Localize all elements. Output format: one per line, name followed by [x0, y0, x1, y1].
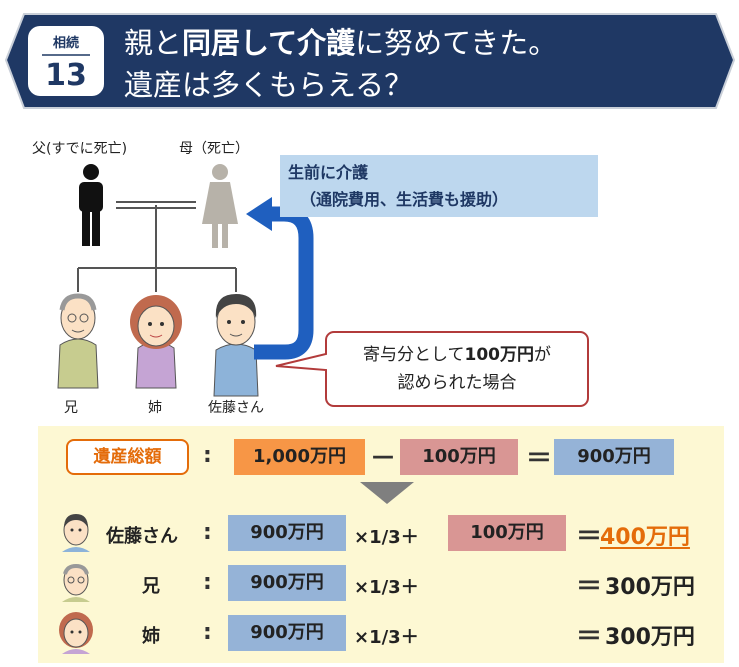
badge-shape — [28, 26, 104, 96]
care-detail: （通院費用、生活費も援助） — [300, 190, 509, 209]
banner-title-line1: 親と同居して介護に努めてきた。 — [124, 26, 558, 60]
sato-label: 佐藤さん — [208, 400, 264, 416]
badge-number: 13 — [45, 58, 87, 93]
bubble-line1: 寄与分として100万円が — [363, 345, 551, 365]
sato-small-avatar — [62, 514, 90, 552]
row-result-sato: 400万円 — [600, 525, 690, 550]
family-tree — [57, 164, 589, 407]
colon: : — [203, 620, 212, 645]
colon: : — [203, 443, 212, 468]
row-base-sister: 900万円 — [228, 615, 346, 651]
colon: : — [203, 570, 212, 595]
row-name-sato: 佐藤さん — [106, 526, 178, 547]
row-name-brother: 兄 — [142, 576, 160, 597]
brother-small-avatar — [62, 563, 90, 602]
elder-brother-avatar — [57, 293, 99, 389]
care-note: 生前に介護 （通院費用、生活費も援助） — [280, 155, 598, 217]
row-equals-brother: ＝ — [576, 572, 603, 602]
sister-small-avatar — [59, 612, 93, 654]
mother-label: 母（死亡） — [179, 141, 249, 157]
title-banner — [4, 13, 736, 109]
colon: : — [203, 520, 212, 545]
row-equals-sister: ＝ — [576, 622, 603, 652]
estate-total-label: 遺産総額 — [66, 439, 189, 475]
row-result-sister: 300万円 — [605, 625, 695, 650]
elder-brother-label: 兄 — [64, 400, 78, 416]
elder-sister-avatar — [130, 295, 182, 389]
badge-label: 相続 — [52, 36, 79, 51]
care-title: 生前に介護 — [288, 163, 369, 182]
care-arrow — [254, 206, 314, 360]
speech-bubble — [275, 331, 589, 407]
mother-icon — [202, 164, 238, 248]
sato-avatar — [213, 294, 259, 397]
row-multiplier-sister: ×1/3＋ — [354, 627, 419, 648]
equals-sign: ＝ — [526, 444, 553, 474]
row-base-brother: 900万円 — [228, 565, 346, 601]
row-base-sato: 900万円 — [228, 515, 346, 551]
contribution-value: 100万円 — [400, 439, 518, 475]
net-estate-value: 900万円 — [554, 439, 674, 475]
row-name-sister: 姉 — [142, 626, 160, 647]
down-triangle-icon — [360, 482, 414, 504]
father-label: 父(すでに死亡) — [32, 141, 128, 157]
row-equals-sato: ＝ — [576, 522, 603, 552]
banner-title-line2: 遺産は多くもらえる？ — [124, 68, 414, 102]
minus-sign: － — [370, 444, 397, 474]
father-icon — [79, 164, 103, 246]
elder-sister-label: 姉 — [148, 400, 162, 416]
row-multiplier-sato: ×1/3＋ — [354, 527, 419, 548]
estate-total-value: 1,000万円 — [234, 439, 365, 475]
row-result-brother: 300万円 — [605, 575, 695, 600]
row-multiplier-brother: ×1/3＋ — [354, 577, 419, 598]
row-extra-sato: 100万円 — [448, 515, 566, 551]
bubble-line2: 認められた場合 — [397, 373, 517, 393]
